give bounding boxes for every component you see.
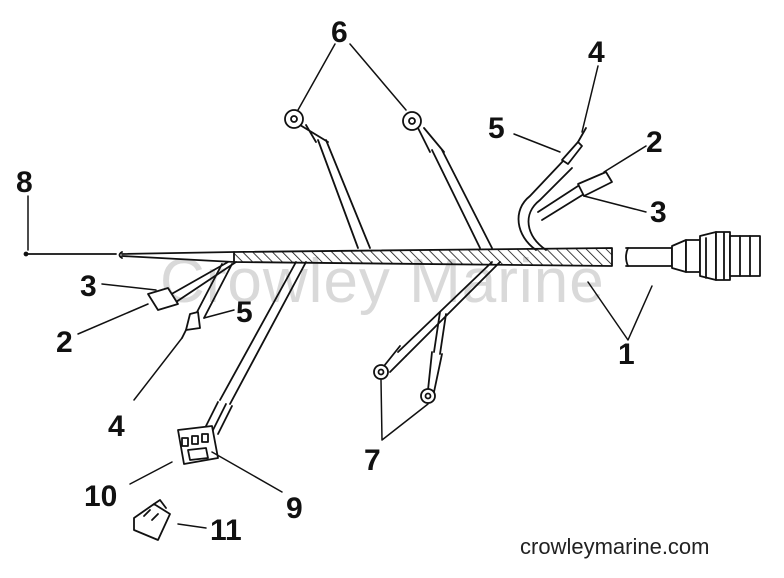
callout-10: 10: [84, 480, 117, 513]
callout-5-lower: 5: [236, 296, 253, 329]
callout-4-lower: 4: [108, 410, 125, 443]
harness-connector: [671, 231, 761, 281]
callout-3-upper: 3: [650, 196, 667, 229]
ring-terminals-6: [284, 109, 493, 249]
upper-right-branch: [517, 127, 613, 251]
callout-9: 9: [286, 492, 303, 525]
callout-5-upper: 5: [488, 112, 505, 145]
callouts: 6 4 5 2 3 8 3 5 2 4 1 7 10 9 11: [16, 16, 667, 547]
callout-2-upper: 2: [646, 126, 663, 159]
ring-terminals-7: [373, 261, 501, 404]
leader-lines: [27, 43, 653, 529]
callout-2-lower: 2: [56, 326, 73, 359]
callout-8: 8: [16, 166, 33, 199]
callout-4-upper: 4: [588, 36, 605, 69]
wire-8: [23, 251, 235, 263]
fuse-11: [133, 499, 171, 541]
callout-3-lower: 3: [80, 270, 97, 303]
lower-left-branch: [147, 261, 237, 339]
callout-11: 11: [210, 514, 242, 547]
callout-1: 1: [618, 338, 635, 371]
callout-7: 7: [364, 444, 381, 477]
callout-6: 6: [331, 16, 348, 49]
footer-site: crowleymarine.com: [520, 534, 710, 559]
main-harness: [233, 247, 673, 267]
plug-branch: [177, 261, 307, 465]
